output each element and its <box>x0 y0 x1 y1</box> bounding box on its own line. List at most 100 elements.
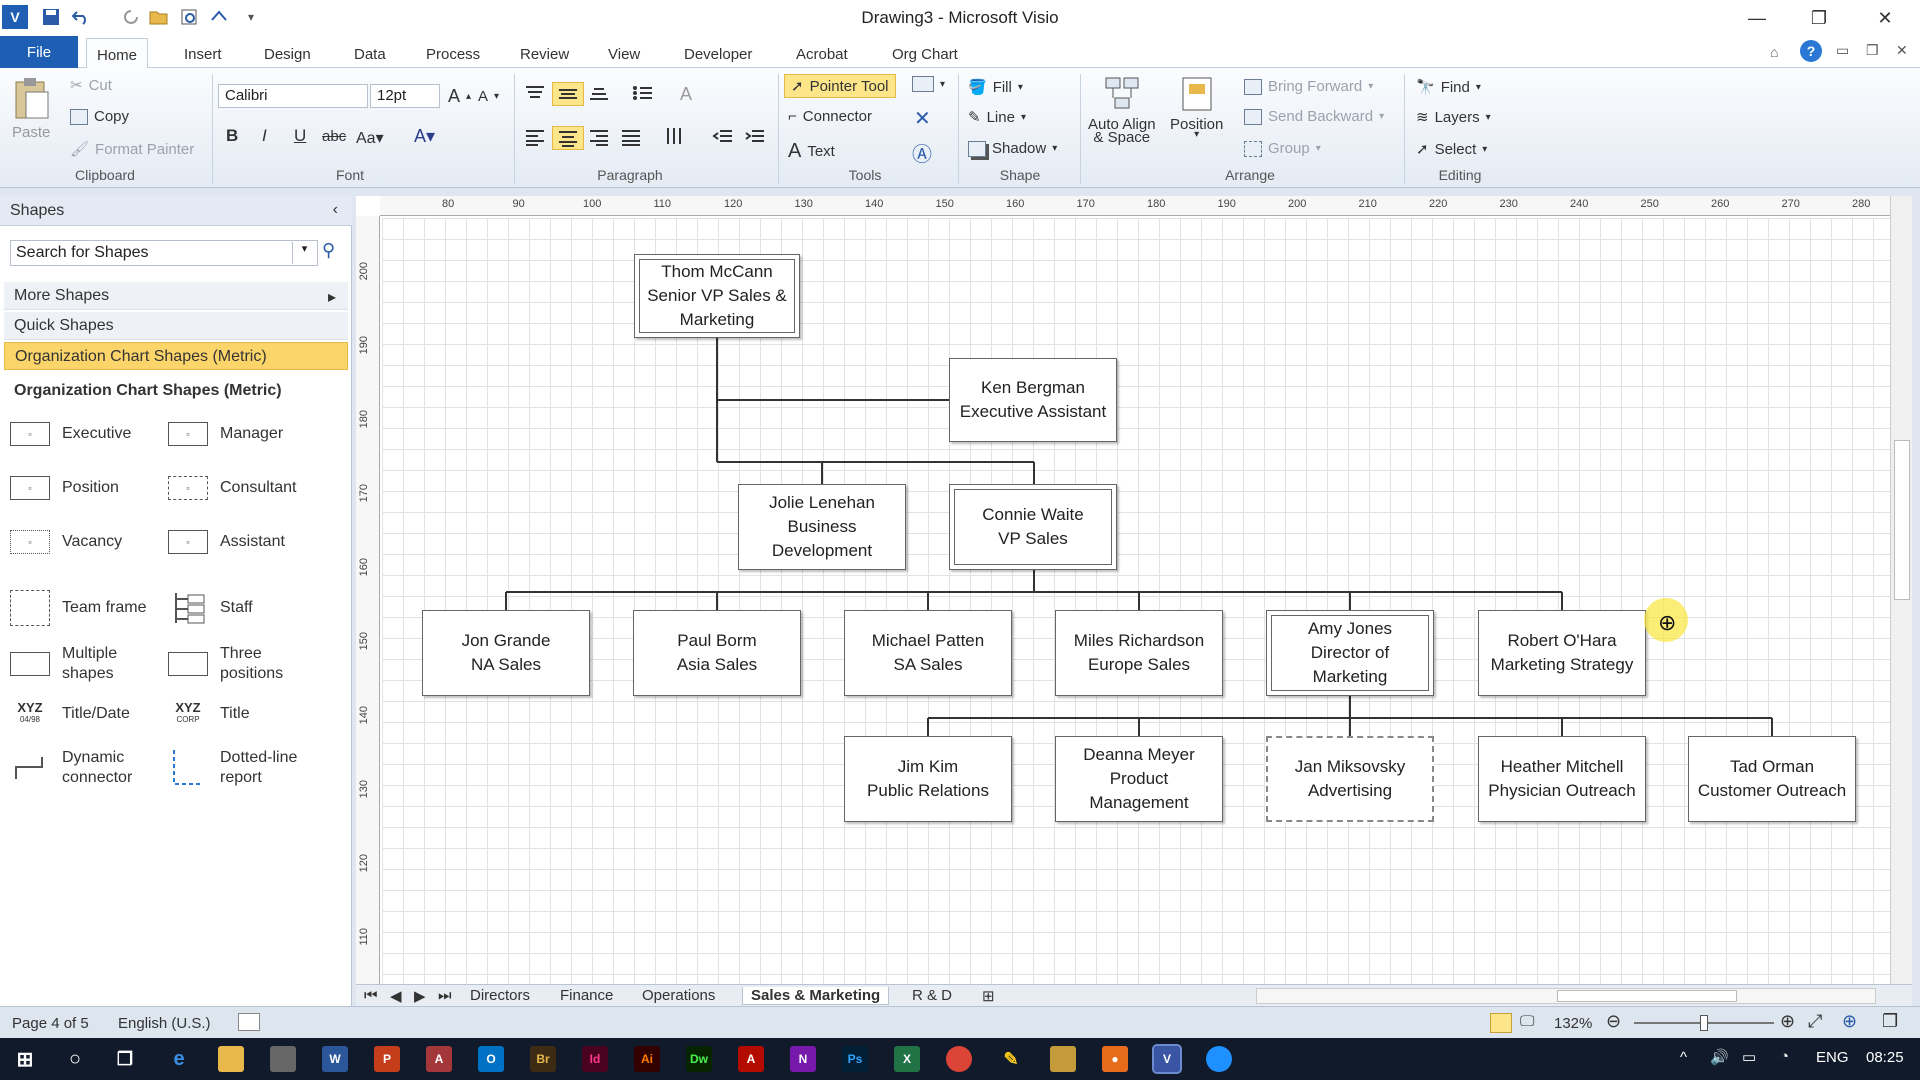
decrease-indent-icon[interactable] <box>712 128 734 146</box>
customize-qat-icon[interactable]: ▾ <box>247 10 255 24</box>
zoom-in-icon[interactable]: ⊕ <box>1780 1011 1796 1031</box>
stencil-consultant[interactable]: ▫Consultant <box>168 476 297 500</box>
language-tray[interactable]: ENG <box>1816 1049 1849 1066</box>
quick-shapes-item[interactable]: Quick Shapes <box>4 312 348 340</box>
select-button[interactable]: ➚Select▾ <box>1416 140 1488 159</box>
doc-close-icon[interactable]: ✕ <box>1896 42 1908 58</box>
align-right-icon[interactable] <box>588 128 610 146</box>
save-icon[interactable] <box>38 5 64 29</box>
fill-button[interactable]: 🪣Fill▾ <box>968 78 1023 97</box>
align-top-icon[interactable] <box>524 84 546 102</box>
org-chart-stencil-item[interactable]: Organization Chart Shapes (Metric) <box>4 342 348 370</box>
last-page-icon[interactable]: ⏭ <box>438 987 452 1004</box>
find-button[interactable]: 🔭Find▾ <box>1416 78 1481 97</box>
quick-access-icon[interactable] <box>206 5 232 29</box>
page-tab-finance[interactable]: Finance <box>560 987 614 1004</box>
org-box-jolie-lenehan[interactable]: Jolie Lenehan Business Development <box>738 484 906 570</box>
underline-button[interactable]: U <box>294 126 307 145</box>
next-page-icon[interactable]: ▶ <box>414 988 426 1005</box>
bullets-icon[interactable] <box>632 84 654 102</box>
collapse-pane-icon[interactable]: ‹ <box>332 201 338 218</box>
change-case-button[interactable]: Aa▾ <box>356 130 384 147</box>
switch-windows-icon[interactable]: ❐ <box>1882 1011 1899 1031</box>
font-size-select[interactable]: 12pt <box>370 84 440 108</box>
layers-button[interactable]: ≋Layers▾ <box>1416 108 1491 127</box>
tab-insert[interactable]: Insert <box>184 46 222 63</box>
org-box-ken-bergman[interactable]: Ken Bergman Executive Assistant <box>949 358 1117 442</box>
open-folder-icon[interactable] <box>146 5 172 29</box>
org-box-deanna-meyer[interactable]: Deanna Meyer Product Management <box>1055 736 1223 822</box>
tab-data[interactable]: Data <box>354 46 386 63</box>
bold-button[interactable]: B <box>226 126 239 145</box>
photoshop-icon[interactable]: Ps <box>842 1046 868 1072</box>
align-left-icon[interactable] <box>524 128 546 146</box>
copy-button[interactable]: Copy <box>70 108 129 125</box>
word-icon[interactable]: W <box>322 1046 348 1072</box>
search-icon[interactable]: ⚲ <box>322 240 336 260</box>
file-explorer-icon[interactable] <box>218 1046 244 1072</box>
visio-app-icon[interactable]: V <box>2 5 28 29</box>
powerpoint-icon[interactable]: P <box>374 1046 400 1072</box>
tab-home[interactable]: Home <box>86 38 149 69</box>
justify-icon[interactable] <box>620 128 642 146</box>
tab-process[interactable]: Process <box>426 46 481 63</box>
volume-icon[interactable]: 🔊 <box>1710 1049 1729 1066</box>
increase-indent-icon[interactable] <box>744 128 766 146</box>
align-bottom-icon[interactable] <box>588 84 610 102</box>
page-number[interactable]: Page 4 of 5 <box>12 1015 89 1032</box>
org-box-thom-mccann[interactable]: Thom McCann Senior VP Sales & Marketing <box>634 254 800 338</box>
illustrator-icon[interactable]: Ai <box>634 1046 660 1072</box>
restore-icon[interactable]: ❐ <box>1810 7 1828 28</box>
indesign-icon[interactable]: Id <box>582 1046 608 1072</box>
rectangle-tool-button[interactable]: ▾ <box>912 76 945 92</box>
access-icon[interactable]: A <box>426 1046 452 1072</box>
page-tab-directors[interactable]: Directors <box>470 987 531 1004</box>
paste-button[interactable]: Paste <box>12 76 50 141</box>
org-box-heather-mitchell[interactable]: Heather Mitchell Physician Outreach <box>1478 736 1646 822</box>
zoom-slider-thumb[interactable] <box>1700 1015 1708 1031</box>
wifi-icon[interactable]: ◔ <box>1780 1048 1790 1065</box>
stencil-staff[interactable]: Staff <box>168 590 253 626</box>
tray-chevron-icon[interactable]: ^ <box>1680 1049 1688 1066</box>
stencil-executive[interactable]: ▫Executive <box>10 422 131 446</box>
text-direction-icon[interactable]: A <box>680 84 693 104</box>
vertical-scrollbar[interactable] <box>1890 196 1912 986</box>
tab-developer[interactable]: Developer <box>684 46 753 63</box>
insert-page-icon[interactable]: ⊞ <box>982 988 995 1005</box>
stencil-assistant[interactable]: ▫Assistant <box>168 530 285 554</box>
org-box-connie-waite[interactable]: Connie Waite VP Sales <box>949 484 1117 570</box>
doc-minimize-icon[interactable]: ▭ <box>1836 42 1850 58</box>
search-dropdown-icon[interactable]: ▾ <box>292 242 316 264</box>
chrome-icon[interactable] <box>946 1046 972 1072</box>
vertical-text-icon[interactable] <box>664 126 686 146</box>
windows-start-icon[interactable]: ⊞ <box>16 1048 34 1071</box>
page-tab-operations[interactable]: Operations <box>642 987 716 1004</box>
minimize-icon[interactable]: — <box>1748 7 1766 28</box>
align-middle-icon[interactable] <box>552 82 584 106</box>
close-icon[interactable]: ✕ <box>1877 7 1893 28</box>
zoom-out-icon[interactable]: ⊖ <box>1606 1011 1622 1031</box>
pen-app-icon[interactable]: ✎ <box>1003 1048 1019 1069</box>
pointer-tool-button[interactable]: ➚Pointer Tool <box>784 74 896 98</box>
connection-point-icon[interactable]: ✕ <box>914 108 931 130</box>
org-box-tad-orman[interactable]: Tad Orman Customer Outreach <box>1688 736 1856 822</box>
stencil-vacancy[interactable]: ▫Vacancy <box>10 530 122 554</box>
horizontal-scroll-thumb[interactable] <box>1557 990 1737 1002</box>
language-indicator[interactable]: English (U.S.) <box>118 1015 211 1032</box>
line-button[interactable]: ✎Line▾ <box>968 108 1026 127</box>
prev-page-icon[interactable]: ◀ <box>390 988 402 1005</box>
tab-org-chart[interactable]: Org Chart <box>892 46 958 63</box>
more-shapes-item[interactable]: More Shapes▸ <box>4 282 348 310</box>
minimize-ribbon-icon[interactable]: ⌂ <box>1770 44 1779 60</box>
stencil-position[interactable]: ▫Position <box>10 476 119 500</box>
pan-zoom-icon[interactable]: ⊕ <box>1842 1011 1858 1031</box>
undo-icon[interactable] <box>68 5 94 29</box>
grow-font-icon[interactable]: A▴ <box>448 86 472 106</box>
page-tab-r-and-d[interactable]: R & D <box>912 987 953 1004</box>
bring-forward-button[interactable]: Bring Forward▾ <box>1244 78 1373 95</box>
